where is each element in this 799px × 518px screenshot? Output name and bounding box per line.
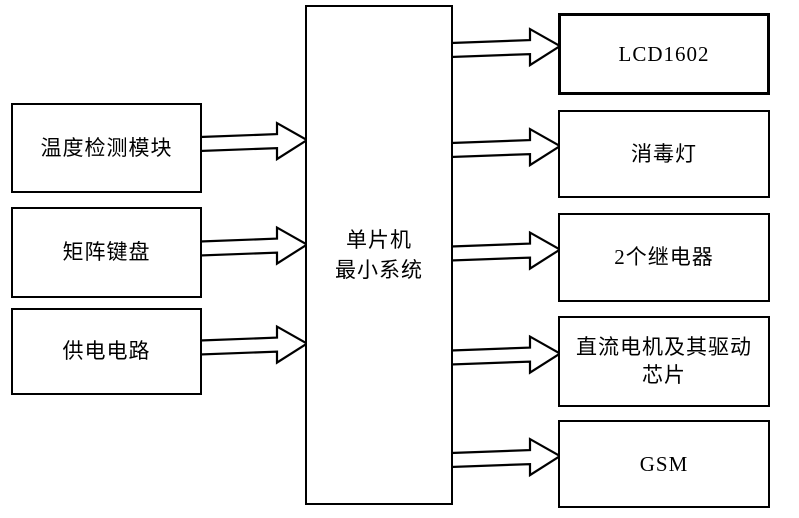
arrow-temp_module-to-mcu	[198, 121, 310, 162]
arrow-power_circuit-to-mcu	[198, 324, 310, 365]
node-lcd1602: LCD1602	[558, 13, 770, 95]
node-dc-motor-and-driver-chip: 直流电机及其驱动 芯片	[558, 316, 770, 407]
arrow-matrix_keypad-to-mcu	[198, 225, 310, 266]
arrow-mcu-to-gsm	[449, 437, 563, 478]
node-matrix-keypad: 矩阵键盘	[11, 207, 202, 298]
node-two-relays: 2个继电器	[558, 213, 770, 302]
node-disinfection-lamp: 消毒灯	[558, 110, 770, 198]
node-power-supply-circuit: 供电电路	[11, 308, 202, 395]
node-mcu-minimum-system: 单片机 最小系统	[305, 5, 453, 505]
arrow-mcu-to-disinfection_lamp	[449, 127, 563, 168]
node-temperature-detection-module: 温度检测模块	[11, 103, 202, 193]
arrow-mcu-to-dc_motor_driver	[449, 334, 563, 375]
arrow-mcu-to-relays	[449, 230, 563, 271]
node-gsm: GSM	[558, 420, 770, 508]
arrow-mcu-to-lcd1602	[449, 27, 563, 68]
